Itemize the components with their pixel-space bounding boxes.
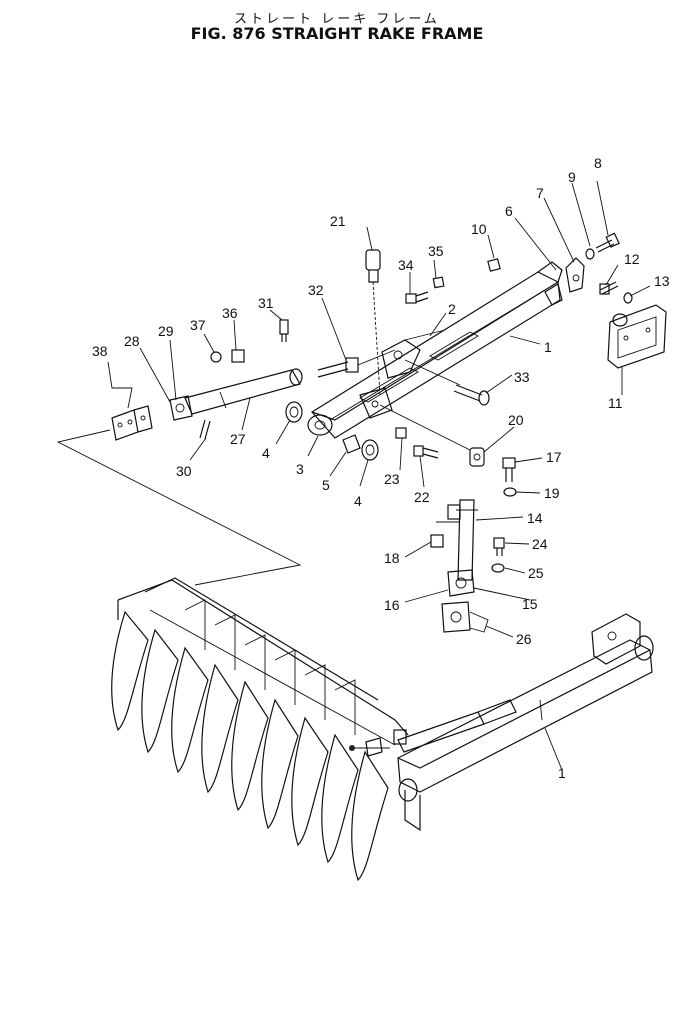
callout-2: 2 <box>448 301 456 317</box>
callout-30: 30 <box>176 463 192 479</box>
washer-13 <box>623 292 633 304</box>
callout-18: 18 <box>384 550 400 566</box>
bolt-22 <box>413 445 439 459</box>
callout-37: 37 <box>190 317 206 333</box>
bracket-3 <box>359 387 393 419</box>
rod-lower <box>349 699 517 757</box>
callout-31: 31 <box>258 295 274 311</box>
callout-17: 17 <box>546 449 562 465</box>
cylinder-27 <box>169 368 303 440</box>
callout-19: 19 <box>544 485 560 501</box>
callout-1-upper: 1 <box>544 339 552 355</box>
callout-35: 35 <box>428 243 444 259</box>
washer-9 <box>585 248 595 260</box>
callout-13: 13 <box>654 273 670 289</box>
callout-12: 12 <box>624 251 640 267</box>
rake-bars <box>184 599 356 735</box>
callout-32: 32 <box>308 282 324 298</box>
callout-4-left: 4 <box>262 445 270 461</box>
callout-5: 5 <box>322 477 330 493</box>
frame-arm-lower <box>397 613 654 832</box>
bushing-5 <box>342 434 361 454</box>
bracket-2 <box>381 329 446 379</box>
bushing-4-lower <box>361 439 379 461</box>
frame-arm-upper <box>307 261 563 439</box>
rake-teeth <box>111 610 389 882</box>
plate-38 <box>111 405 153 441</box>
callout-4-right: 4 <box>354 493 362 509</box>
callout-33: 33 <box>514 369 530 385</box>
plate-11 <box>607 304 667 369</box>
washer-19 <box>503 487 517 497</box>
bolt-8 <box>595 232 620 253</box>
callout-9: 9 <box>568 169 576 185</box>
callout-26: 26 <box>516 631 532 647</box>
washer-37 <box>210 351 222 363</box>
rake-frame <box>111 577 409 882</box>
callout-16: 16 <box>384 597 400 613</box>
bolt-32 <box>317 349 396 378</box>
nut-35 <box>432 276 445 289</box>
bolt-34 <box>405 291 429 304</box>
connector-20 <box>379 404 485 467</box>
flange-15 <box>447 569 475 597</box>
leader-lines <box>107 180 651 771</box>
rod-14 <box>436 499 478 581</box>
bolt-36 <box>231 349 245 363</box>
callout-3: 3 <box>296 461 304 477</box>
callout-20: 20 <box>508 412 524 428</box>
nut-10 <box>487 258 501 272</box>
bolt-33 <box>404 359 490 406</box>
callout-14: 14 <box>527 510 543 526</box>
grease-fitting-31 <box>279 319 289 342</box>
callout-24: 24 <box>532 536 548 552</box>
title-japanese: ストレート レーキ フレーム <box>234 12 440 27</box>
bushing-4-upper <box>285 401 303 423</box>
callout-10: 10 <box>471 221 487 237</box>
callout-11: 11 <box>608 395 623 411</box>
callout-38: 38 <box>92 343 108 359</box>
bolt-24 <box>493 537 505 556</box>
bolt-12 <box>599 281 619 295</box>
callout-22: 22 <box>414 489 430 505</box>
callout-labels: 8 9 7 6 10 21 35 34 12 13 32 2 31 36 37 … <box>92 155 670 781</box>
bolt-17 <box>502 457 516 482</box>
nut-23 <box>395 427 407 439</box>
callout-28: 28 <box>124 333 140 349</box>
callout-25: 25 <box>528 565 544 581</box>
bracket-7 <box>565 257 585 293</box>
assembly-leader-line <box>56 429 302 586</box>
callout-1-lower: 1 <box>558 765 566 781</box>
plate-26 <box>441 601 489 633</box>
callout-7: 7 <box>536 185 544 201</box>
callout-8: 8 <box>594 155 602 171</box>
figure-title: FIG. 876 STRAIGHT RAKE FRAME <box>190 24 484 43</box>
callout-6: 6 <box>505 203 513 219</box>
callout-21: 21 <box>330 213 346 229</box>
callout-27: 27 <box>230 431 246 447</box>
callout-15: 15 <box>522 596 538 612</box>
callout-34: 34 <box>398 257 414 273</box>
washer-25 <box>491 563 505 573</box>
callout-23: 23 <box>384 471 400 487</box>
nut-18 <box>430 534 444 548</box>
callout-36: 36 <box>222 305 238 321</box>
callout-29: 29 <box>158 323 174 339</box>
pin-21 <box>365 249 381 396</box>
